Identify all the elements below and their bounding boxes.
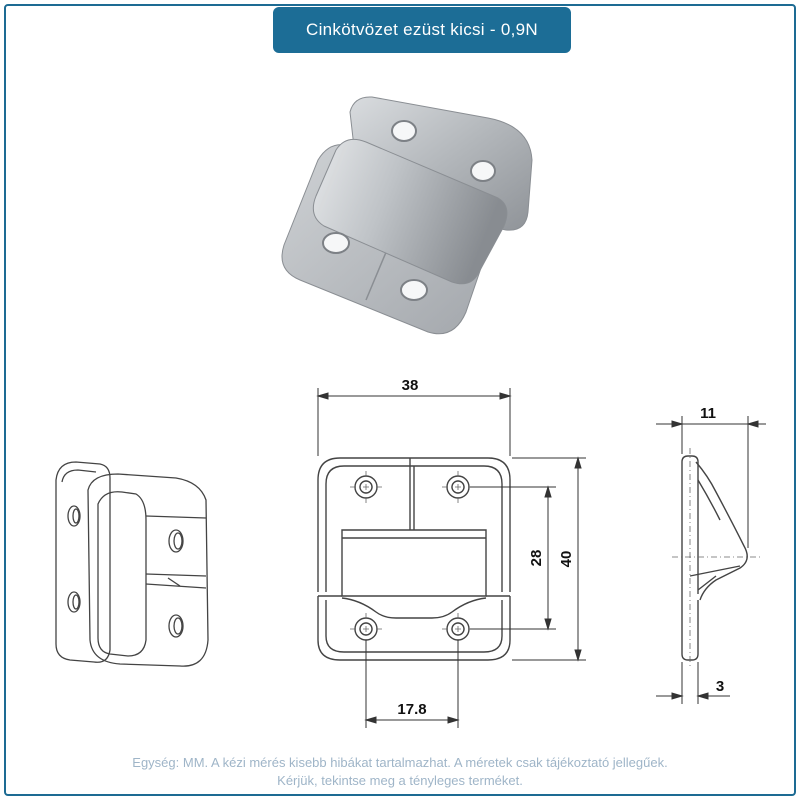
dimension-hole-spacing-vertical-label: 28 xyxy=(528,550,545,567)
dimension-width-top-label: 38 xyxy=(402,377,419,394)
dimension-side-thickness-label: 11 xyxy=(700,405,716,422)
hole-centerlines xyxy=(350,471,474,645)
dimension-width-top xyxy=(316,388,512,456)
product-title-badge: Cinkötvözet ezüst kicsi - 0,9N xyxy=(273,7,571,53)
dimension-plate-thickness xyxy=(656,662,730,704)
footer-note-line-2: Kérjük, tekintse meg a tényleges terméke… xyxy=(277,773,523,788)
dimension-side-thickness xyxy=(656,416,766,548)
side-view-drawing xyxy=(681,455,748,661)
hinge-photo xyxy=(281,96,533,335)
product-title: Cinkötvözet ezüst kicsi - 0,9N xyxy=(306,20,538,39)
front-view-drawing xyxy=(317,457,511,661)
footer-note-line-1: Egység: MM. A kézi mérés kisebb hibákat … xyxy=(132,755,668,770)
dimension-total-height-label: 40 xyxy=(558,551,575,568)
side-view-centerlines xyxy=(672,448,760,668)
dimension-hole-spacing-horizontal-label: 17.8 xyxy=(397,701,426,718)
dimension-plate-thickness-label: 3 xyxy=(716,678,724,695)
isometric-line-drawing xyxy=(55,461,209,667)
dimension-hole-spacing-horizontal xyxy=(364,640,460,728)
dimension-total-height xyxy=(512,456,586,662)
dimension-hole-spacing-vertical xyxy=(470,485,556,631)
